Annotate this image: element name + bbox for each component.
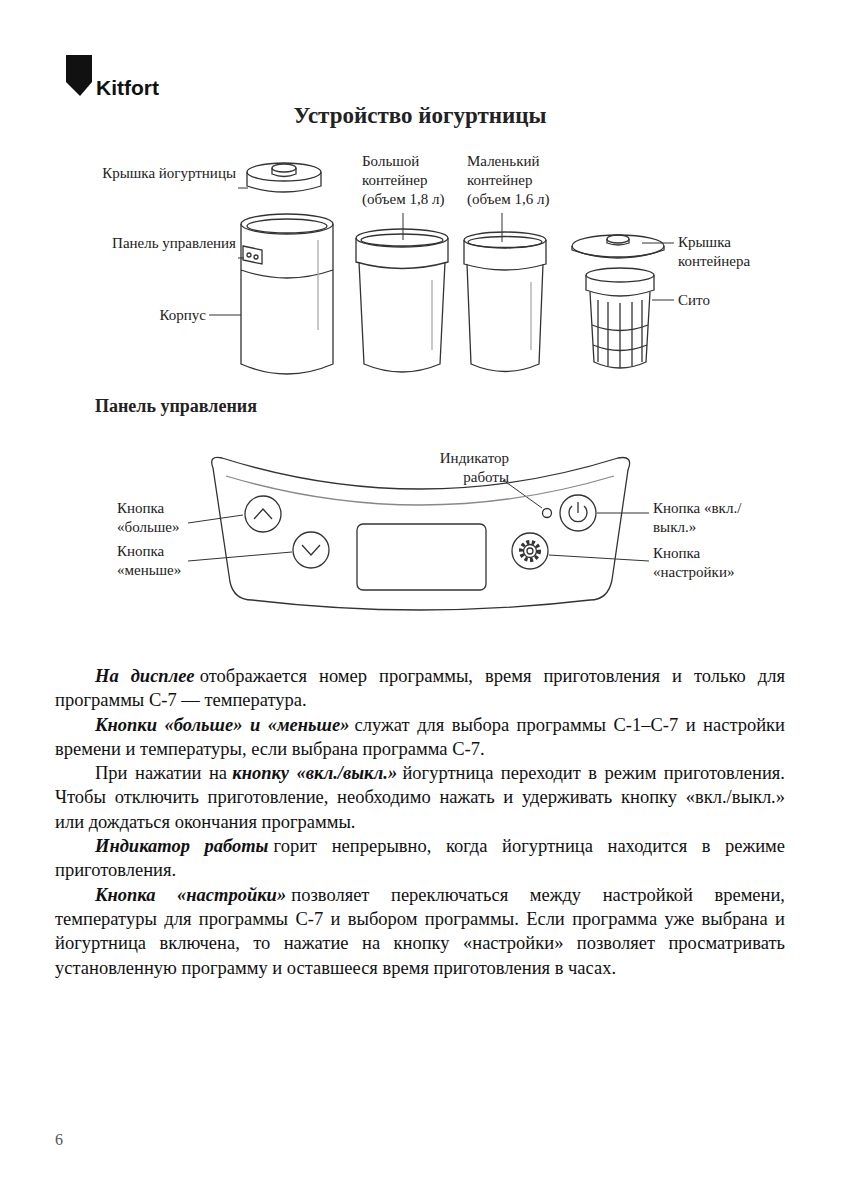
control-label: Кнопка «вкл./выкл.» [653, 499, 763, 537]
control-panel [212, 457, 630, 610]
paragraph-text: При нажатии на [95, 763, 227, 783]
page-number: 6 [55, 1130, 95, 1149]
section-heading: Панель управления [95, 395, 395, 417]
term: Индикатор работы [95, 836, 268, 856]
sieve [586, 268, 654, 368]
paragraph: При нажатии накнопку «вкл./выкл.»йогуртн… [55, 761, 785, 834]
control-label: Индикатор работы [405, 449, 509, 487]
body-text: На дисплееотображается номер программы, … [55, 664, 785, 980]
control-label: Кнопка «больше» [117, 499, 207, 537]
part-label: Крышка йогуртницы [100, 164, 236, 183]
part-label: Крышка контейнера [678, 233, 778, 271]
brand-logo: Kitfort [96, 78, 196, 97]
term: На дисплее [95, 666, 195, 686]
paragraph: Кнопка «настройки»позволяет переключатьс… [55, 883, 785, 980]
leader-lines [188, 188, 674, 561]
part-label: Большой контейнер (объем 1,8 л) [362, 152, 458, 209]
term: кнопку «вкл./выкл.» [232, 763, 397, 783]
container-lid [572, 235, 664, 258]
small-container [464, 232, 546, 372]
yogurt-maker [241, 163, 333, 374]
paragraph: Кнопки «больше» и «меньше»служат для выб… [55, 713, 785, 762]
paragraph: Индикатор работыгорит непрерывно, когда … [55, 834, 785, 883]
part-label: Корпус [130, 306, 206, 325]
term: Кнопка «настройки» [95, 885, 286, 905]
part-label: Панель управления [100, 234, 236, 253]
large-container [356, 229, 448, 372]
term: Кнопки «больше» и «меньше» [95, 715, 349, 735]
page-title: Устройство йогуртницы [180, 102, 660, 130]
logo-mark [66, 55, 92, 96]
part-label: Маленький контейнер (объем 1,6 л) [467, 152, 567, 209]
part-label: Сито [678, 291, 758, 310]
control-label: Кнопка «настройки» [653, 544, 763, 582]
paragraph: На дисплееотображается номер программы, … [55, 664, 785, 713]
control-label: Кнопка «меньше» [117, 542, 207, 580]
